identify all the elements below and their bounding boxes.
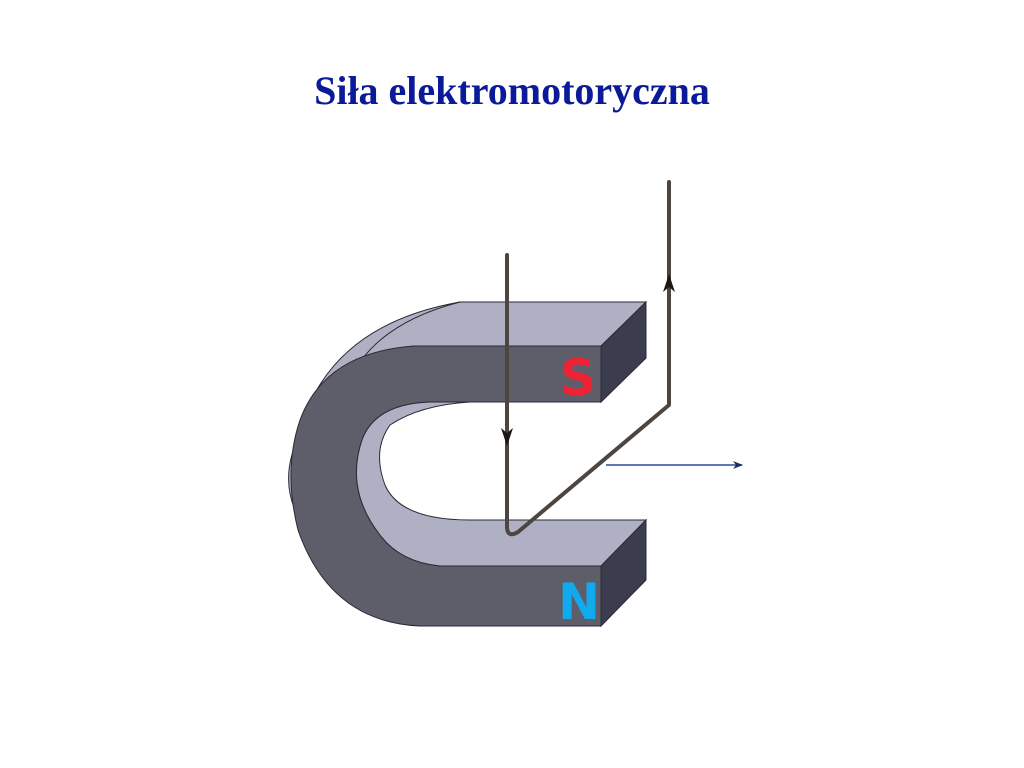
horseshoe-magnet xyxy=(288,300,648,628)
north-pole-label: N xyxy=(558,573,600,631)
current-down-arrow-icon xyxy=(501,428,513,446)
south-pole-label: S xyxy=(560,349,596,407)
magnet-inner-face xyxy=(356,401,648,567)
conductor-wire xyxy=(501,180,675,537)
magnet-front-face xyxy=(290,345,602,627)
current-up-arrow-icon xyxy=(663,274,675,292)
magnet-lower-end-face xyxy=(600,518,647,628)
magnet-upper-end-face xyxy=(600,300,647,404)
page-title: Siła elektromotoryczna xyxy=(314,68,710,113)
